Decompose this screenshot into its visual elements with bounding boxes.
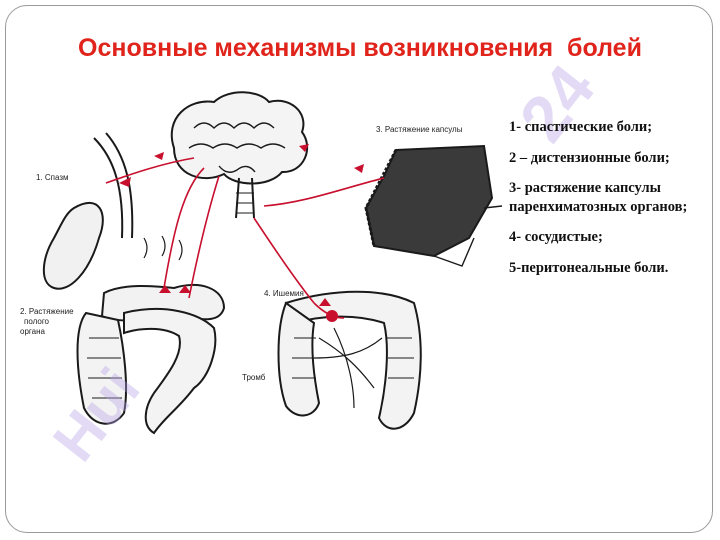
legend-list: 1- спастические боли; 2 – дистензионные …	[509, 118, 699, 289]
colon-left-drawing	[76, 307, 217, 435]
liver-capsule-drawing	[364, 144, 503, 267]
label-distension-2: полого	[24, 317, 50, 326]
label-thrombus: Тромб	[242, 373, 266, 382]
legend-item-4: 4- сосудистые;	[509, 229, 603, 246]
slide-title: Основные механизмы возникновения болей	[78, 34, 642, 62]
pain-markers	[119, 144, 364, 322]
small-intestine-drawing	[100, 235, 226, 322]
pain-mechanisms-illustration: 1. Спазм 3. Растяжение капсулы 2. Растяж…	[20, 91, 503, 435]
slide-frame	[5, 5, 713, 533]
brain-drawing	[170, 91, 309, 219]
label-capsule: 3. Растяжение капсулы	[376, 125, 463, 134]
label-distension-3: органа	[20, 327, 46, 336]
legend-item-5: 5-перитонеальные боли.	[509, 259, 669, 276]
legend-item-2: 2 – дистензионные боли;	[509, 149, 670, 166]
colon-right-drawing	[277, 290, 422, 430]
label-spasm: 1. Спазм	[36, 173, 69, 182]
gallbladder-drawing	[42, 132, 134, 290]
label-distension-1: 2. Растяжение	[20, 307, 74, 316]
legend-item-3: 3- растяжение капсулы паренхиматозных ор…	[509, 180, 688, 215]
label-ischemia: 4. Ишемия	[264, 289, 304, 298]
legend-item-1: 1- спастические боли;	[509, 119, 653, 135]
